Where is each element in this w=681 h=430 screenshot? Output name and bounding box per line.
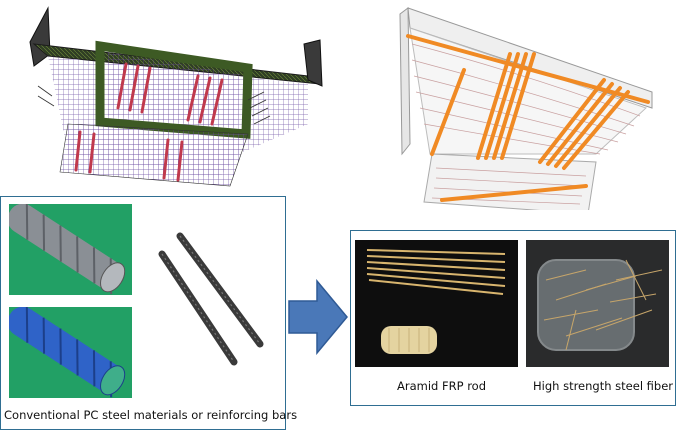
- reinforcing-bars-image: [150, 230, 274, 370]
- coated-strand-photo: [9, 307, 132, 398]
- steel-fiber-caption: High strength steel fiber: [533, 379, 674, 393]
- conventional-materials-caption: Conventional PC steel materials or reinf…: [4, 408, 298, 422]
- steel-fiber-photo: [526, 240, 669, 367]
- frp-girder-illustration: [386, 4, 672, 210]
- aramid-frp-rod-caption: Aramid FRP rod: [397, 379, 487, 393]
- steel-strand-photo: [9, 204, 132, 295]
- conventional-girder-illustration: [8, 4, 334, 194]
- aramid-frp-rod-photo: [355, 240, 518, 367]
- right-arrow-icon: [287, 279, 349, 355]
